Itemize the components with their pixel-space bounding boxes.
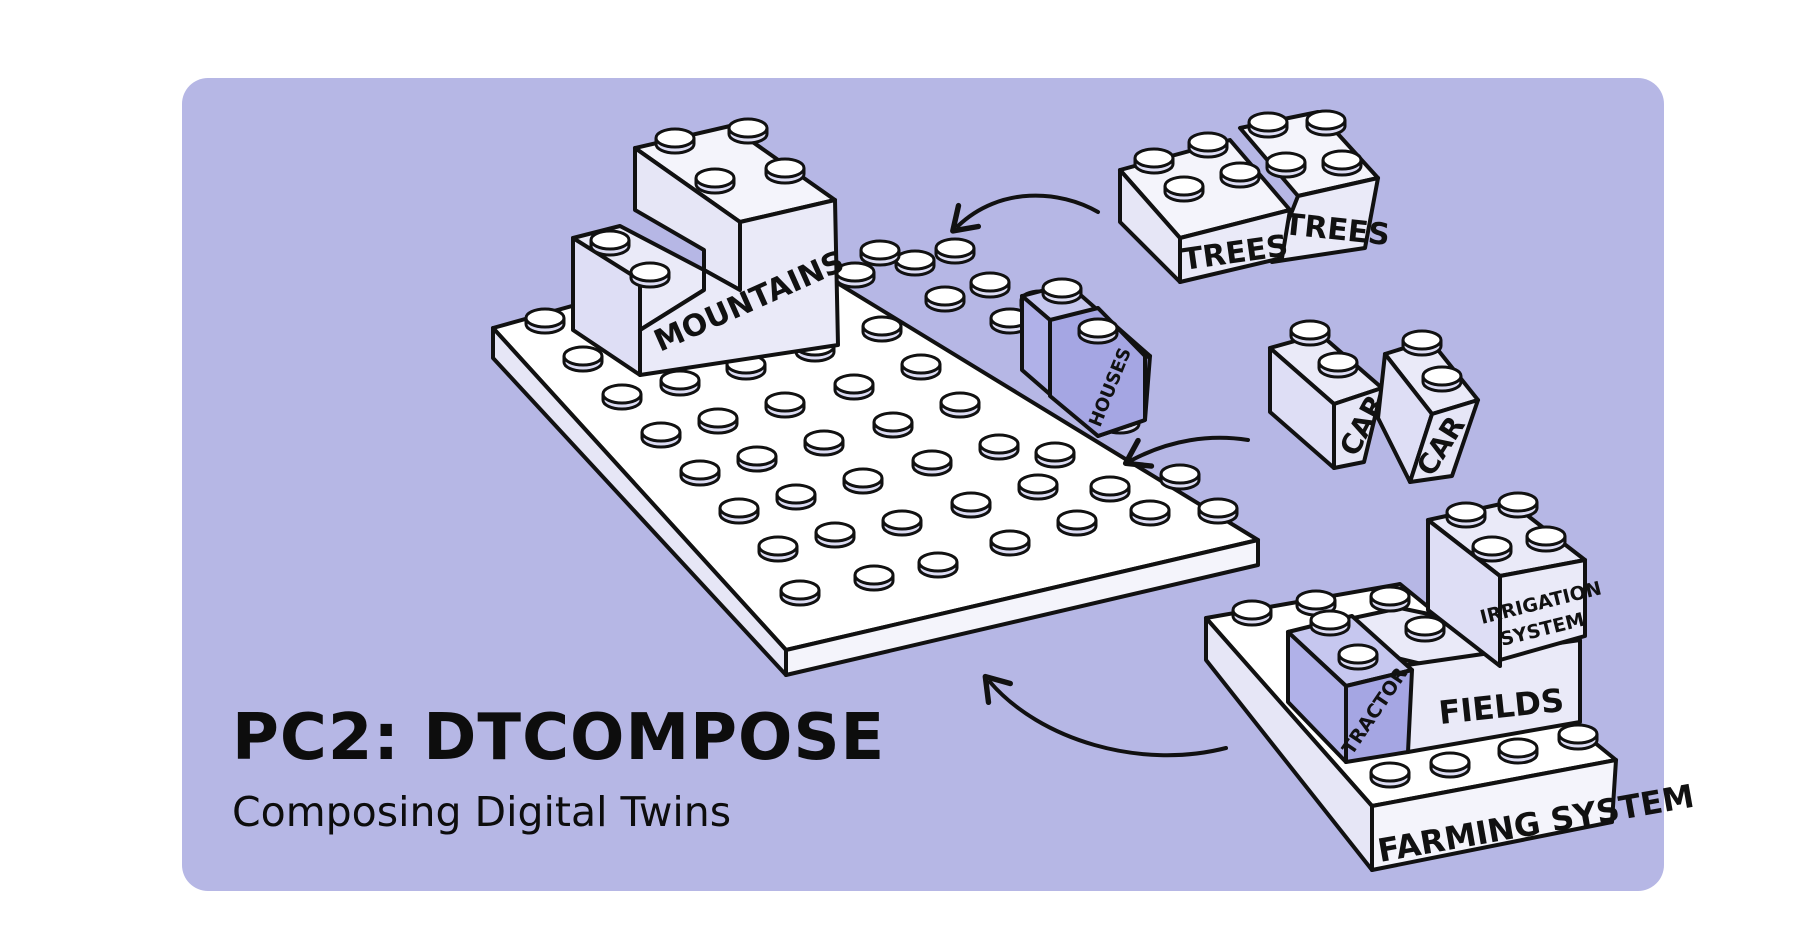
- title-block: PC2: DTCOMPOSE Composing Digital Twins: [232, 706, 885, 833]
- houses-brick: HOUSES: [1020, 277, 1152, 438]
- tractor-brick: TRACTOR: [1286, 609, 1414, 764]
- main-title: PC2: DTCOMPOSE: [232, 701, 886, 775]
- irrigation-system-brick: IRRIGATION SYSTEM: [1426, 491, 1604, 668]
- car-bricks: CAR CAR: [1268, 319, 1480, 484]
- curved-arrow-icon: [1122, 435, 1250, 469]
- subtitle: Composing Digital Twins: [232, 788, 732, 836]
- curved-arrow-icon: [950, 193, 1100, 234]
- trees-bricks: TREES TREES: [1118, 109, 1391, 284]
- mountains-brick: MOUNTAINS: [571, 117, 850, 377]
- curved-arrow-icon: [982, 673, 1228, 758]
